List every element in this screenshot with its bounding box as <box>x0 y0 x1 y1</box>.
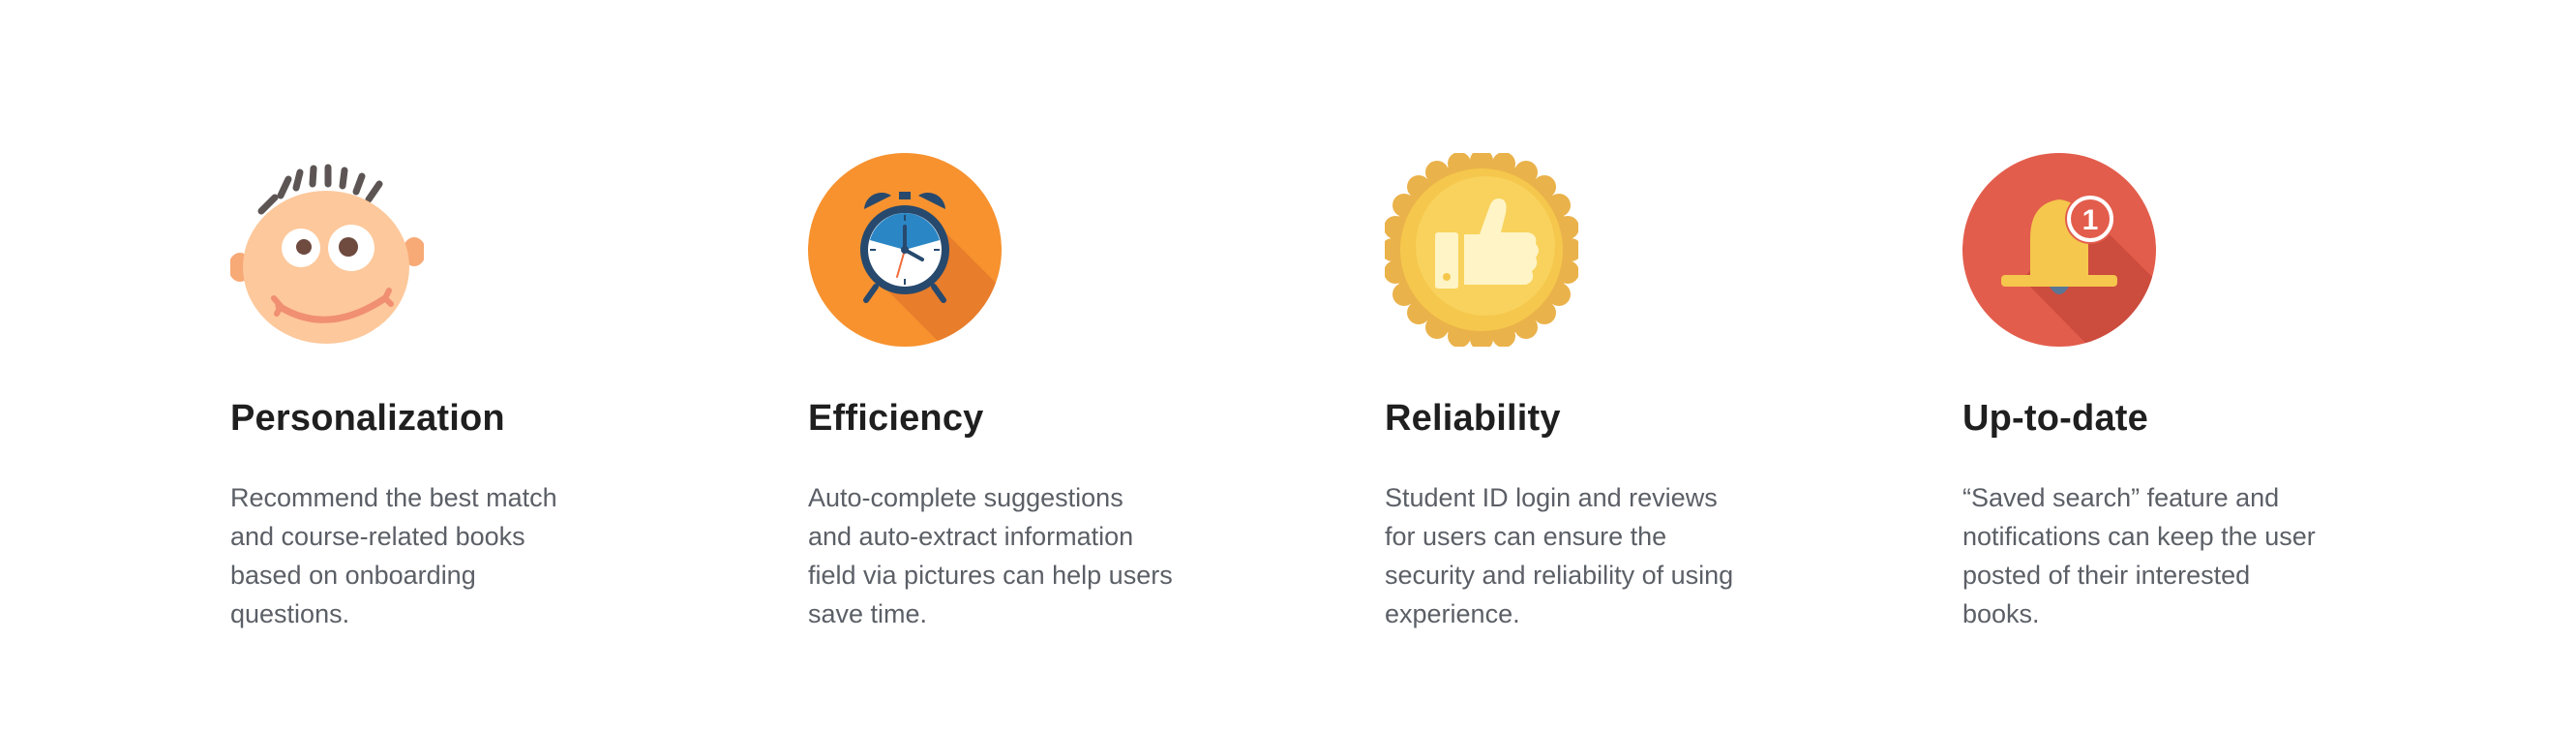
description-line: Recommend the best match <box>230 483 557 512</box>
description-line: Auto-complete suggestions <box>808 483 1123 512</box>
feature-personalization: Personalization Recommend the best match… <box>230 153 637 633</box>
description-line: experience. <box>1385 599 1520 628</box>
description-line: and course-related books <box>230 522 525 551</box>
feature-efficiency: Efficiency Auto-complete suggestions and… <box>808 153 1214 633</box>
feature-description: Auto-complete suggestions and auto-extra… <box>808 478 1214 633</box>
description-line: notifications can keep the user <box>1962 522 2316 551</box>
feature-title: Efficiency <box>808 398 984 439</box>
description-line: and auto-extract information <box>808 522 1134 551</box>
feature-up-to-date: 1 Up-to-date “Saved search” feature and … <box>1962 153 2369 633</box>
description-line: books. <box>1962 599 2040 628</box>
description-line: field via pictures can help users <box>808 561 1173 590</box>
description-line: posted of their interested <box>1962 561 2251 590</box>
feature-description: Student ID login and reviews for users c… <box>1385 478 1791 633</box>
notification-badge-count: 1 <box>2082 204 2099 236</box>
thumbs-up-badge-icon <box>1385 153 1578 347</box>
description-line: based on onboarding <box>230 561 476 590</box>
description-line: for users can ensure the <box>1385 522 1667 551</box>
alarm-clock-icon <box>808 153 1002 347</box>
feature-description: Recommend the best match and course-rela… <box>230 478 637 633</box>
feature-description: “Saved search” feature and notifications… <box>1962 478 2369 633</box>
smiling-face-icon <box>230 153 424 347</box>
feature-reliability: Reliability Student ID login and reviews… <box>1385 153 1791 633</box>
description-line: “Saved search” feature and <box>1962 483 2280 512</box>
feature-title: Reliability <box>1385 398 1561 439</box>
description-line: questions. <box>230 599 350 628</box>
feature-title: Personalization <box>230 398 505 439</box>
description-line: security and reliability of using <box>1385 561 1734 590</box>
description-line: save time. <box>808 599 928 628</box>
description-line: Student ID login and reviews <box>1385 483 1718 512</box>
feature-title: Up-to-date <box>1962 398 2148 439</box>
notification-bell-icon: 1 <box>1962 153 2156 347</box>
